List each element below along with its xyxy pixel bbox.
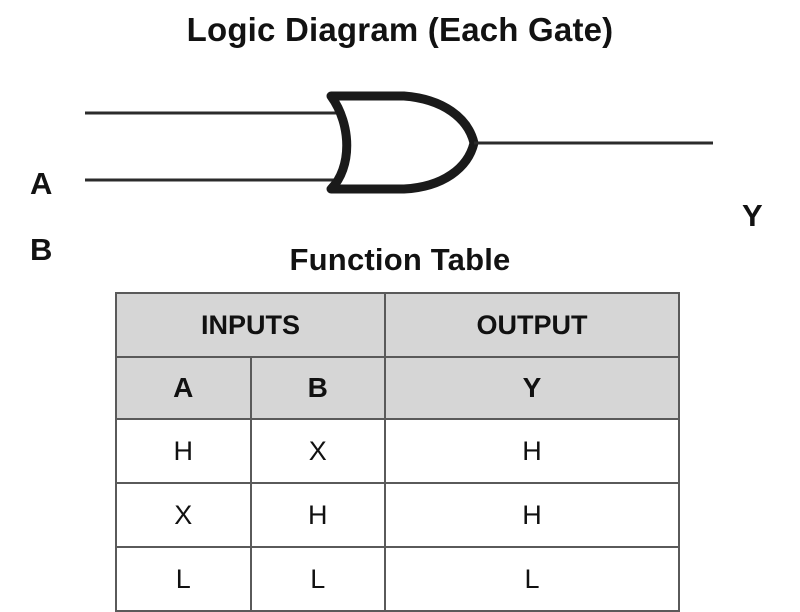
column-header-y: Y [384,356,680,420]
cell-b: L [249,546,386,612]
or-gate-body [326,91,479,194]
logic-diagram: A B Y [0,70,800,265]
cell-y: H [384,482,680,548]
cell-a: H [115,418,252,484]
input-label-a: A [30,166,53,201]
or-gate-schematic [85,91,713,194]
function-table: INPUTS OUTPUT A B Y H X H X H H L L L [115,292,680,612]
input-label-b: B [30,232,53,267]
cell-y: H [384,418,680,484]
cell-a: L [115,546,252,612]
cell-a: X [115,482,252,548]
table-row: X H H [115,482,680,548]
output-label-y: Y [742,198,763,233]
table-group-header-row: INPUTS OUTPUT [115,292,680,358]
table-header: INPUTS OUTPUT A B Y [115,292,680,420]
page-title: Logic Diagram (Each Gate) [186,11,614,48]
column-header-b: B [249,356,386,420]
table-row: L L L [115,546,680,612]
group-header-inputs: INPUTS [115,292,386,358]
group-header-output: OUTPUT [384,292,680,358]
column-header-a: A [115,356,252,420]
cell-y: L [384,546,680,612]
function-table-title: Function Table [289,242,511,277]
table-column-header-row: A B Y [115,356,680,420]
cell-b: X [249,418,386,484]
table-body: H X H X H H L L L [115,418,680,612]
table-row: H X H [115,418,680,484]
cell-b: H [249,482,386,548]
